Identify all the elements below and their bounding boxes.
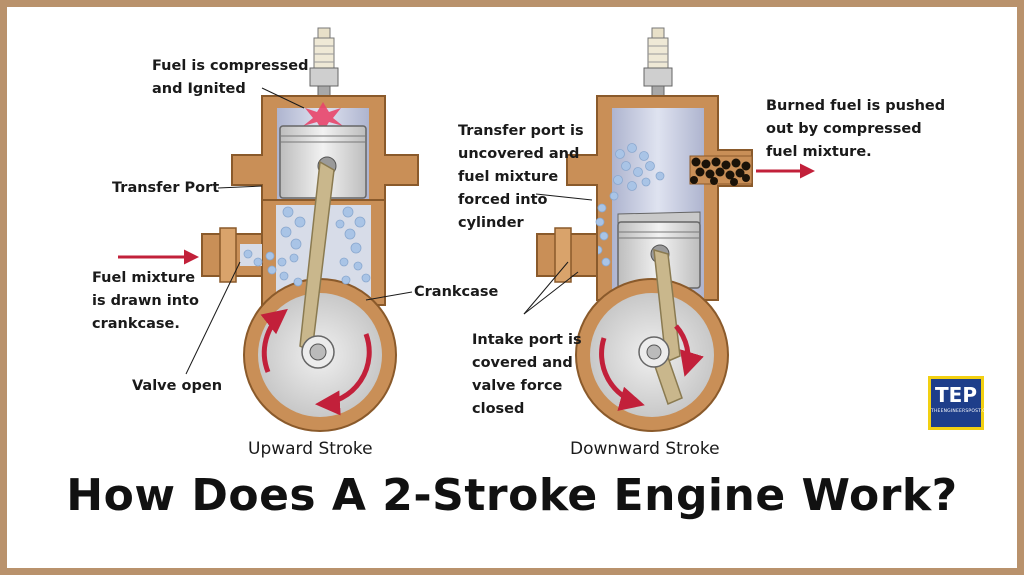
label-crankcase: Crankcase	[414, 284, 499, 300]
logo-site: THEENGINEERSPOST.COM	[931, 409, 994, 414]
spark-plug-right	[643, 27, 673, 99]
ignition-spark	[303, 102, 343, 132]
label-burned-fuel-line: out by compressed	[766, 121, 922, 137]
exhaust-gas	[689, 155, 753, 186]
label-transfer-uncovered-line: cylinder	[458, 215, 525, 231]
label-fuel-mixture-line: crankcase.	[92, 316, 180, 332]
leader-lines	[185, 87, 593, 375]
logo-mark: TEP	[935, 383, 977, 407]
label-fuel-compressed: Fuel is compressed and Ignited	[152, 58, 314, 97]
label-burned-fuel-line: Burned fuel is pushed	[766, 98, 945, 114]
downward-stroke-engine	[536, 27, 815, 432]
caption-upward-stroke: Upward Stroke	[248, 439, 373, 459]
caption-downward-stroke: Downward Stroke	[570, 439, 720, 459]
label-burned-fuel-line: fuel mixture.	[766, 144, 872, 160]
label-valve-open-line: Valve open	[132, 378, 222, 394]
label-transfer-uncovered-line: fuel mixture	[458, 169, 558, 185]
label-transfer-uncovered-line: uncovered and	[458, 146, 579, 162]
label-intake-covered: Intake port is covered and valve force c…	[472, 332, 587, 417]
rotation-arrow-right-a	[599, 337, 645, 411]
rotation-arrow-left-a	[260, 308, 288, 373]
label-valve-open: Valve open	[132, 378, 222, 394]
label-transfer-port: Transfer Port	[112, 180, 219, 196]
label-intake-covered-line: Intake port is	[472, 332, 582, 348]
label-fuel-mixture-line: Fuel mixture	[92, 270, 195, 286]
label-transfer-port-line: Transfer Port	[112, 180, 219, 196]
label-crankcase-line: Crankcase	[414, 284, 499, 300]
label-fuel-mixture-drawn: Fuel mixture is drawn into crankcase.	[92, 270, 204, 332]
intake-port-right	[536, 227, 598, 283]
label-intake-covered-line: valve force	[472, 378, 563, 394]
label-fuel-mixture-line: is drawn into	[92, 293, 199, 309]
intake-port-left	[201, 227, 263, 283]
spark-plug-left	[309, 27, 339, 99]
upward-stroke-engine	[201, 27, 419, 432]
label-fuel-compressed-line: Fuel is compressed	[152, 58, 309, 74]
label-intake-covered-line: closed	[472, 401, 524, 417]
rotation-arrow-right-b	[674, 324, 704, 377]
tep-logo: TEP THEENGINEERSPOST.COM	[928, 376, 994, 430]
label-transfer-uncovered: Transfer port is uncovered and fuel mixt…	[458, 123, 589, 231]
page-title: How Does A 2-Stroke Engine Work?	[66, 470, 958, 521]
label-intake-covered-line: covered and	[472, 355, 573, 371]
label-burned-fuel: Burned fuel is pushed out by compressed …	[766, 98, 950, 160]
label-transfer-uncovered-line: forced into	[458, 192, 548, 208]
label-fuel-compressed-line: and Ignited	[152, 81, 246, 97]
label-transfer-uncovered-line: Transfer port is	[458, 123, 584, 139]
rotation-arrow-left-b	[315, 333, 372, 416]
fuel-mixture-bubbles-left	[243, 206, 371, 287]
